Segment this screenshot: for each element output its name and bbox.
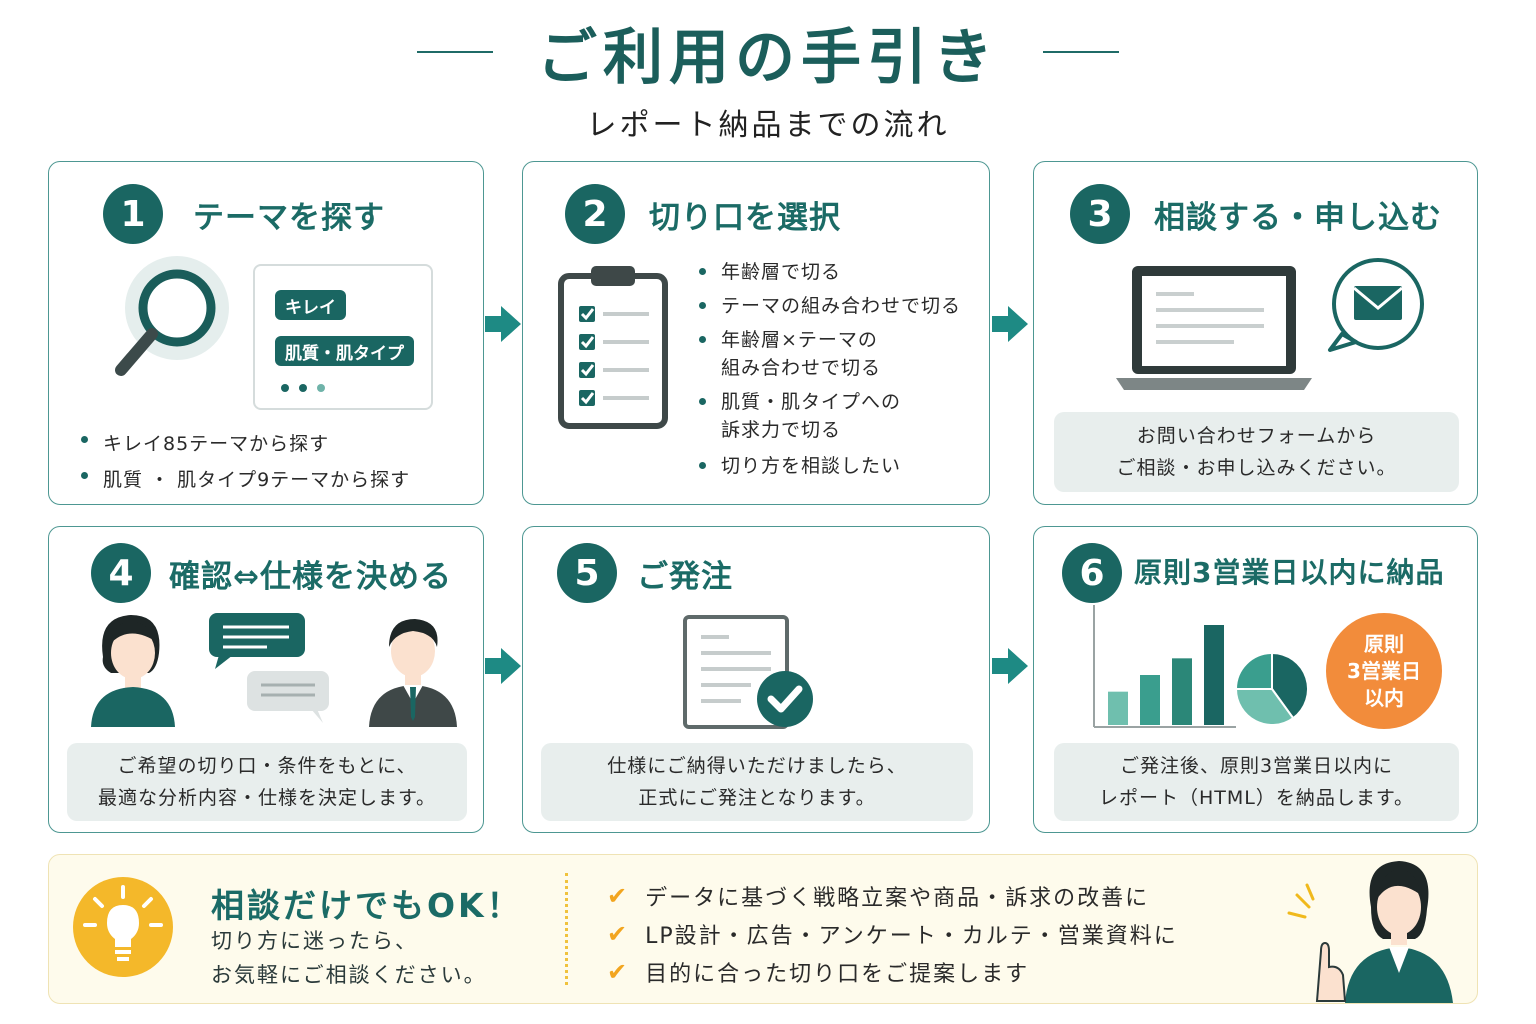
list-item: 年齢層で切る <box>697 258 961 286</box>
arrow-right-icon <box>992 648 1028 684</box>
tag-kirei[interactable]: キレイ <box>275 290 346 320</box>
arrow-right-icon <box>992 306 1028 342</box>
list-item: 肌質・肌タイプへの <box>697 388 961 416</box>
title-line-left <box>417 51 493 53</box>
delivery-badge: 原則 3営業日 以内 <box>1326 613 1442 729</box>
bar-pie-chart <box>1093 605 1309 728</box>
list-item-cont: 訴求力で切る <box>721 419 842 441</box>
list-item: 肌質 ・ 肌タイプ9テーマから探す <box>79 462 410 498</box>
tag-skin-type[interactable]: 肌質・肌タイプ <box>275 336 414 366</box>
note-line: 仕様にご納得いただけましたら、 <box>607 755 907 777</box>
step-title-3: 相談する・申し込む <box>1154 200 1442 236</box>
step-card-5: 5 ご発注 仕様にご納得いただけましたら、 正式にご発注となります。 <box>522 526 990 833</box>
tag-panel: キレイ 肌質・肌タイプ <box>253 264 433 410</box>
check-icon: ✔ <box>607 958 630 986</box>
businessman-icon <box>369 619 457 727</box>
check-icon: ✔ <box>607 920 630 948</box>
pie-slice-2 <box>1234 688 1295 726</box>
step-3-note: お問い合わせフォームから ご相談・お申し込みください。 <box>1054 412 1459 492</box>
list-item-cont: 組み合わせで切る <box>721 357 882 379</box>
check-text: 目的に合った切り口をご提案します <box>645 962 1030 987</box>
check-text: LP設計・広告・アンケート・カルテ・営業資料に <box>645 924 1178 949</box>
note-line: ご発注後、原則3営業日以内に <box>1119 755 1394 777</box>
step-card-3: 3 相談する・申し込む お問い合わせフォームから ご相談・お申し込みください。 <box>1033 161 1478 505</box>
bar-2 <box>1140 675 1160 725</box>
clipboard-icon <box>558 266 668 429</box>
woman-icon <box>91 615 175 727</box>
bar-3 <box>1172 658 1192 725</box>
pie-slice-1 <box>1271 651 1309 720</box>
step-card-2: 2 切り口を選択 年齢層で切る テーマの組み合わせで切る 年齢層×テーマの 組み… <box>522 161 990 505</box>
note-line: 正式にご発注となります。 <box>638 787 876 809</box>
list-item: ✔ 目的に合った切り口をご提案します <box>607 953 1178 991</box>
pie-slice-3 <box>1234 651 1273 690</box>
badge-line: 以内 <box>1364 685 1404 710</box>
note-line: ご希望の切り口・条件をもとに、 <box>117 755 417 777</box>
step-card-4: 4 確認⇔仕様を決める ご希望の切り口・条件をもとに、 最適な分析内容・仕様を決… <box>48 526 484 833</box>
document-check-icon <box>683 615 813 729</box>
step-6-note: ご発注後、原則3営業日以内に レポート（HTML）を納品します。 <box>1054 743 1459 821</box>
list-item: テーマの組み合わせで切る <box>697 292 961 320</box>
chat-bubble-icon <box>247 671 329 723</box>
consultation-banner: 相談だけでもOK！ 切り方に迷ったら、 お気軽にご相談ください。 ✔ データに基づ… <box>48 854 1478 1004</box>
step-number-5: 5 <box>557 543 617 603</box>
benefit-list: ✔ データに基づく戦略立案や商品・訴求の改善に ✔ LP設計・広告・アンケート・カル… <box>607 877 1178 991</box>
step-4-note: ご希望の切り口・条件をもとに、 最適な分析内容・仕様を決定します。 <box>67 743 467 821</box>
pagination-dots <box>281 384 325 392</box>
note-line: レポート（HTML）を納品します。 <box>1099 787 1414 809</box>
step-card-6: 6 原則3営業日以内に納品 原則 3営業日 以内 ご発注後、原則3営業日以内に … <box>1033 526 1478 833</box>
step-number-6: 6 <box>1062 543 1122 603</box>
note-line: 最適な分析内容・仕様を決定します。 <box>97 787 437 809</box>
banner-divider <box>565 873 568 985</box>
page-title: ご利用の手引き <box>537 22 999 93</box>
banner-line-1: 切り方に迷ったら、 <box>211 929 418 953</box>
step-number-1: 1 <box>103 184 163 244</box>
step-1-bullets: キレイ85テーマから探す 肌質 ・ 肌タイプ9テーマから探す <box>79 426 410 498</box>
page-subtitle: レポート納品までの流れ <box>586 108 950 143</box>
badge-line: 3営業日 <box>1347 658 1421 683</box>
step-title-5: ご発注 <box>637 559 733 595</box>
arrow-right-icon <box>485 648 521 684</box>
check-icon: ✔ <box>607 882 630 910</box>
note-line: お問い合わせフォームから <box>1136 425 1377 447</box>
list-item: 切り方を相談したい <box>697 452 961 480</box>
check-text: データに基づく戦略立案や商品・訴求の改善に <box>645 886 1150 911</box>
mail-bubble-icon <box>1328 258 1424 352</box>
step-card-1: 1 テーマを探す キレイ 肌質・肌タイプ キレイ85テーマから探す 肌質 ・ 肌… <box>48 161 484 505</box>
list-item: キレイ85テーマから探す <box>79 426 410 462</box>
arrow-right-icon <box>485 306 521 342</box>
list-item: ✔ LP設計・広告・アンケート・カルテ・営業資料に <box>607 915 1178 953</box>
step-title-1: テーマを探す <box>193 200 385 236</box>
note-line: ご相談・お申し込みください。 <box>1116 457 1397 479</box>
list-item: ✔ データに基づく戦略立案や商品・訴求の改善に <box>607 877 1178 915</box>
step-5-note: 仕様にご納得いただけましたら、 正式にご発注となります。 <box>541 743 973 821</box>
banner-line-2: お気軽にご相談ください。 <box>211 963 487 987</box>
list-item: 年齢層×テーマの <box>697 326 961 354</box>
laptop-icon <box>1116 266 1312 390</box>
magnifier-icon <box>115 256 229 376</box>
step-title-2: 切り口を選択 <box>649 200 841 236</box>
advisor-woman-icon <box>1287 861 1453 1003</box>
step-title-6: 原則3営業日以内に納品 <box>1134 556 1445 589</box>
header: ご利用の手引き <box>0 12 1536 93</box>
bar-4 <box>1204 625 1224 725</box>
step-2-bullets: 年齢層で切る テーマの組み合わせで切る 年齢層×テーマの 組み合わせで切る 肌質… <box>697 258 961 480</box>
step-number-2: 2 <box>565 184 625 244</box>
badge-line: 原則 <box>1364 631 1404 656</box>
step-title-4: 確認⇔仕様を決める <box>169 559 452 595</box>
step-number-3: 3 <box>1070 184 1130 244</box>
banner-heading: 相談だけでもOK！ <box>211 886 523 925</box>
title-line-right <box>1043 51 1119 53</box>
bar-1 <box>1108 691 1128 725</box>
lightbulb-icon <box>73 877 173 977</box>
step-number-4: 4 <box>91 543 151 603</box>
chat-bubble-icon <box>209 613 305 669</box>
